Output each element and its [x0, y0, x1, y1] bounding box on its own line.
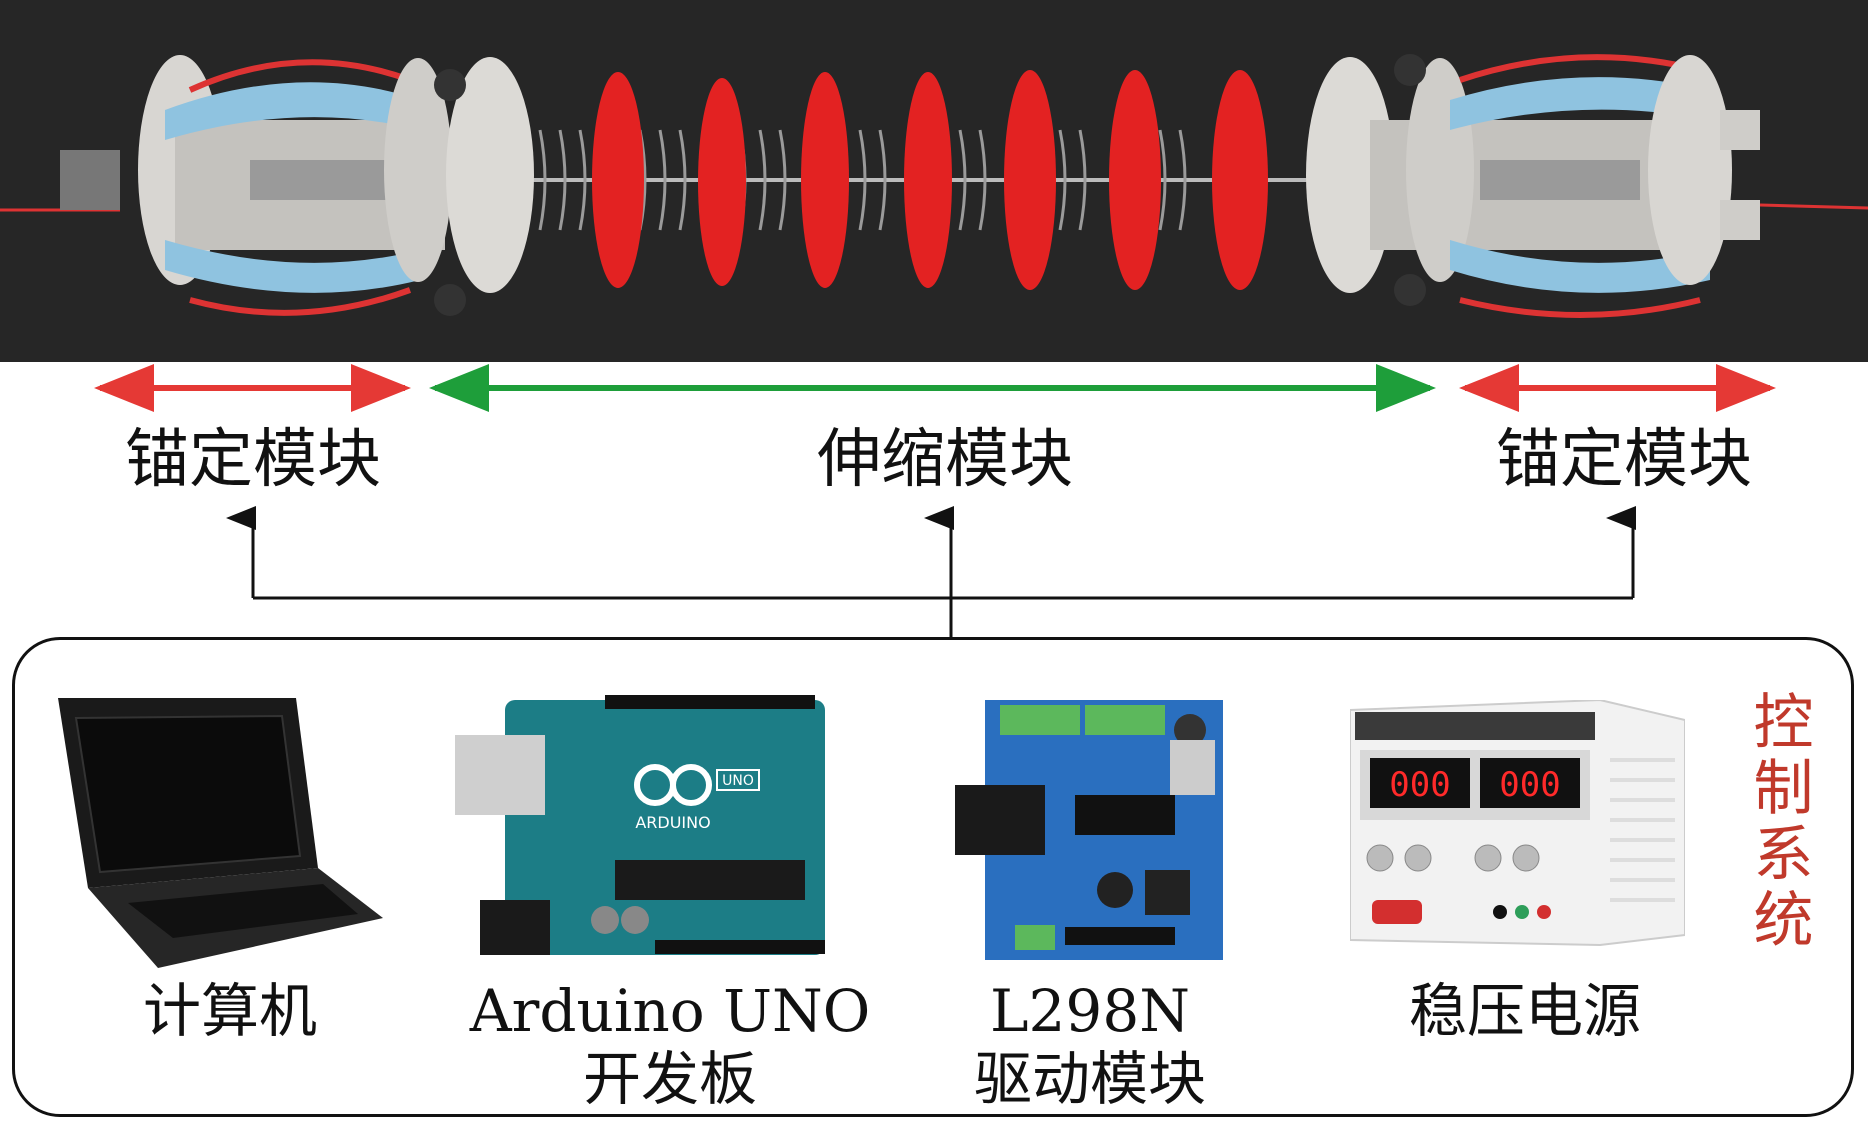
control-system-title: 控制系统: [1743, 690, 1813, 954]
psu-display-left: 000: [1389, 765, 1450, 805]
power-supply-icon: 000 000: [1350, 700, 1685, 947]
driver-board-icon: [955, 700, 1223, 960]
right-anchor-label: 锚定模块: [1496, 423, 1752, 497]
robot-photo: [0, 0, 1868, 362]
left-anchor-label: 锚定模块: [125, 423, 381, 497]
red-discs: [592, 70, 1268, 290]
board-uno-text: UNO: [722, 773, 754, 789]
right-anchor-module: [1306, 54, 1760, 318]
module-arrows: [94, 364, 1776, 637]
telescopic-module-label: 伸缩模块: [817, 423, 1073, 497]
l298n-label-line1: L298N: [990, 977, 1190, 1045]
psu-display-right: 000: [1499, 765, 1560, 805]
arduino-label-line1: Arduino UNO: [469, 977, 871, 1045]
board-arduino-text: ARDUINO: [635, 813, 710, 832]
computer-label: 计算机: [142, 977, 317, 1045]
left-anchor-module: [60, 55, 534, 316]
laptop-icon: [58, 698, 383, 968]
power-supply-label: 稳压电源: [1408, 977, 1641, 1045]
arduino-board-icon: UNO ARDUINO: [455, 695, 825, 955]
l298n-label-line2: 驱动模块: [973, 1045, 1206, 1113]
arduino-label-line2: 开发板: [582, 1045, 757, 1113]
control-system-box: [12, 637, 1854, 1117]
connection-lines: [253, 596, 1633, 637]
